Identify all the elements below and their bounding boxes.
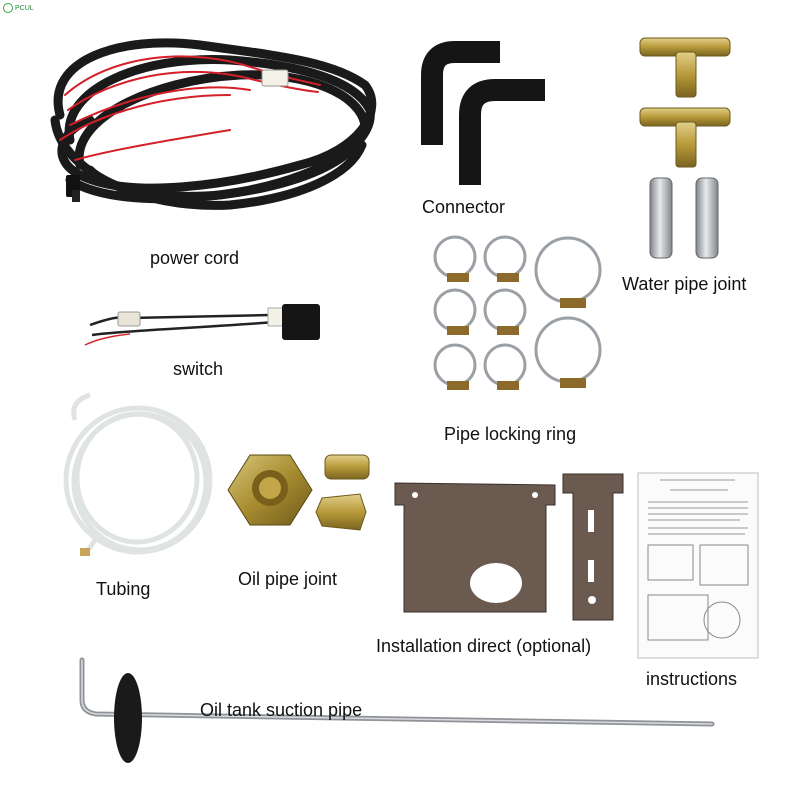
label-oil-tank-suction-pipe: Oil tank suction pipe — [200, 700, 363, 720]
connector-hoses — [421, 41, 545, 185]
label-instructions: instructions — [646, 669, 738, 689]
logo-text: PCUL — [15, 4, 34, 12]
label-connector: Connector — [422, 197, 506, 217]
installation-brackets — [394, 473, 624, 621]
label-oil-pipe-joint: Oil pipe joint — [238, 569, 338, 589]
label-tubing: Tubing — [96, 579, 151, 599]
label-pipe-locking-ring: Pipe locking ring — [444, 424, 577, 444]
pipe-locking-rings — [433, 235, 602, 387]
switch-harness — [84, 304, 320, 346]
brand-logo: PCUL — [3, 3, 34, 13]
instructions-leaflet — [637, 472, 759, 659]
logo-circle-icon — [3, 3, 13, 13]
power-cord-harness — [50, 38, 377, 210]
water-pipe-joint-tees — [639, 37, 731, 259]
label-installation-direct: Installation direct (optional) — [376, 636, 592, 656]
oil-tank-suction-pipe — [79, 657, 715, 763]
tubing-coil — [63, 392, 213, 555]
label-switch: switch — [173, 359, 224, 379]
oil-pipe-joint-fittings — [227, 454, 370, 531]
label-power-cord: power cord — [150, 248, 240, 268]
label-water-pipe-joint: Water pipe joint — [622, 274, 747, 294]
